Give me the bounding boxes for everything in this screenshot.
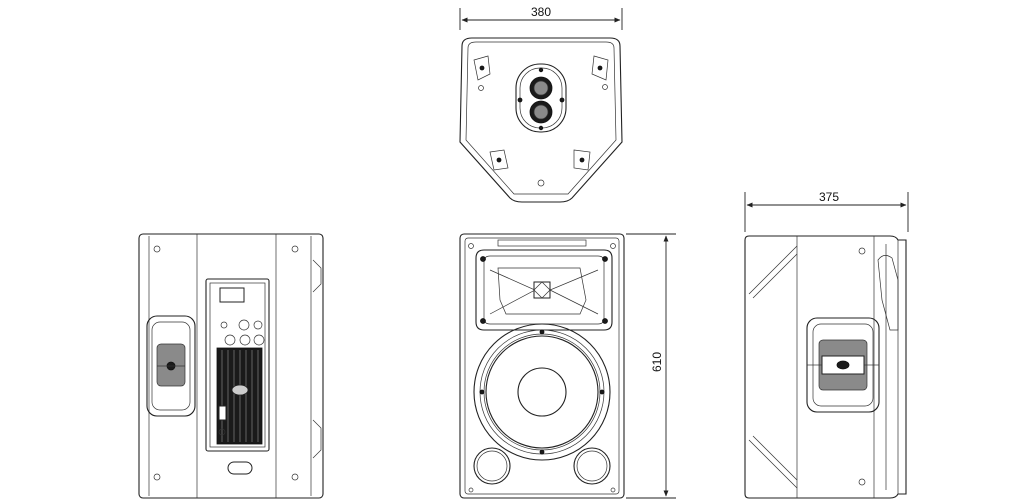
woofer — [473, 323, 611, 461]
heatsink — [216, 347, 263, 445]
height-dimension-label: 610 — [650, 352, 664, 372]
height-dimension: 610 — [626, 233, 676, 499]
front-view: 610 — [459, 233, 676, 499]
rear-view — [138, 233, 324, 499]
width-dimension: 380 — [459, 5, 623, 30]
depth-dimension: 375 — [744, 190, 909, 232]
depth-dimension-label: 375 — [819, 190, 839, 204]
side-view: 375 — [744, 190, 909, 499]
width-dimension-label: 380 — [531, 5, 551, 19]
top-view: 380 — [459, 5, 623, 203]
horn-waveguide — [475, 249, 613, 331]
